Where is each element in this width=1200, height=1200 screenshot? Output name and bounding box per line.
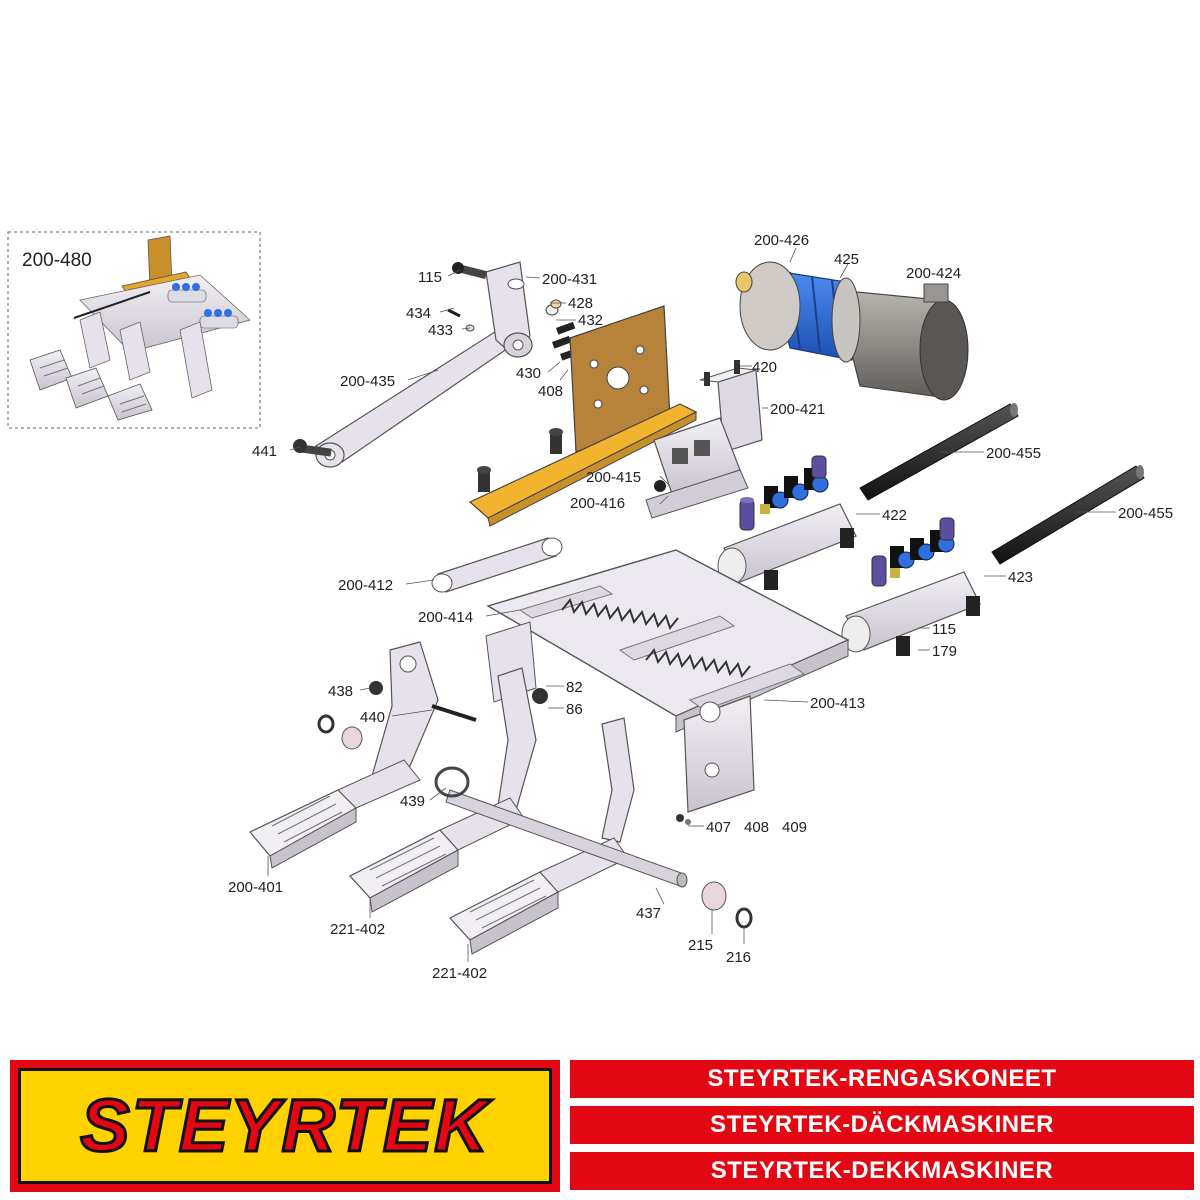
exploded-parts-diagram: 200-480 xyxy=(7,231,1173,982)
pedal-221-402-middle xyxy=(349,667,537,913)
part-label-422: 422 xyxy=(882,507,907,524)
part-label-216: 216 xyxy=(726,949,751,966)
part-label-430: 430 xyxy=(516,365,541,382)
logo-background: STEYRTEK xyxy=(18,1068,552,1184)
part-label-200-455: 200-455 xyxy=(986,445,1041,462)
lever-arm-part xyxy=(314,261,533,468)
logo-text: STEYRTEK xyxy=(80,1084,492,1167)
assembly-id-label: 200-480 xyxy=(22,250,92,271)
pedal-221-402-front xyxy=(449,717,635,955)
link-part xyxy=(431,537,563,593)
part-label-200-424: 200-424 xyxy=(906,265,961,282)
part-label-200-415: 200-415 xyxy=(586,469,641,486)
part-label-423: 423 xyxy=(1008,569,1033,586)
valve-manifold-422 xyxy=(717,455,857,590)
part-label-115: 115 xyxy=(418,269,442,286)
valve-bracket-part xyxy=(645,360,763,519)
brand-band-no: STEYRTEK-DEKKMASKINER xyxy=(570,1152,1194,1190)
part-labels: 115 200-431 434 433 428 432 430 408 200-… xyxy=(228,232,1173,982)
part-label-432: 432 xyxy=(578,312,603,329)
part-label-200-401: 200-401 xyxy=(228,879,283,896)
part-label-200-412: 200-412 xyxy=(338,577,393,594)
part-label-200-416: 200-416 xyxy=(570,495,625,512)
part-label-200-435: 200-435 xyxy=(340,373,395,390)
part-label-437: 437 xyxy=(636,905,661,922)
part-label-82: 82 xyxy=(566,679,583,696)
part-label-86: 86 xyxy=(566,701,583,718)
part-label-409: 409 xyxy=(782,819,807,836)
shaft-parts xyxy=(859,403,1145,565)
brand-band-fi: STEYRTEK-RENGASKONEET xyxy=(570,1060,1194,1098)
frame-part xyxy=(485,549,850,813)
part-label-115: 115 xyxy=(932,621,956,638)
valve-manifold-423 xyxy=(841,517,981,656)
brand-logo: STEYRTEK xyxy=(10,1060,560,1192)
motor-part xyxy=(735,261,969,401)
pedal-shaft-part xyxy=(317,681,753,929)
pedal-200-401 xyxy=(249,641,439,869)
spring-parts xyxy=(561,597,751,679)
assembly-inset: 200-480 xyxy=(7,231,261,429)
part-label-200-421: 200-421 xyxy=(770,401,825,418)
part-label-408: 408 xyxy=(538,383,563,400)
brand-band-se: STEYRTEK-DÄCKMASKINER xyxy=(570,1106,1194,1144)
part-label-200-414: 200-414 xyxy=(418,609,473,626)
part-label-441: 441 xyxy=(252,443,277,460)
part-label-434: 434 xyxy=(406,305,431,322)
part-label-425: 425 xyxy=(834,251,859,268)
part-label-200-413: 200-413 xyxy=(810,695,865,712)
part-label-433: 433 xyxy=(428,322,453,339)
part-label-221-402: 221-402 xyxy=(432,965,487,982)
mounting-plate-part xyxy=(468,305,698,527)
part-label-200-431: 200-431 xyxy=(542,271,597,288)
bolt-parts-lever xyxy=(293,262,580,457)
part-label-420: 420 xyxy=(752,359,777,376)
part-label-200-426: 200-426 xyxy=(754,232,809,249)
part-label-440: 440 xyxy=(360,709,385,726)
leader-lines xyxy=(267,247,1116,962)
part-label-200-455: 200-455 xyxy=(1118,505,1173,522)
brand-footer: STEYRTEK STEYRTEK-RENGASKONEET STEYRTEK-… xyxy=(0,1052,1200,1200)
part-label-179: 179 xyxy=(932,643,957,660)
logo-wordmark: STEYRTEK xyxy=(79,1083,492,1169)
part-label-221-402: 221-402 xyxy=(330,921,385,938)
part-label-439: 439 xyxy=(400,793,425,810)
part-label-428: 428 xyxy=(568,295,593,312)
part-label-407: 407 xyxy=(706,819,731,836)
part-label-408: 408 xyxy=(744,819,769,836)
part-label-215: 215 xyxy=(688,937,713,954)
part-label-438: 438 xyxy=(328,683,353,700)
